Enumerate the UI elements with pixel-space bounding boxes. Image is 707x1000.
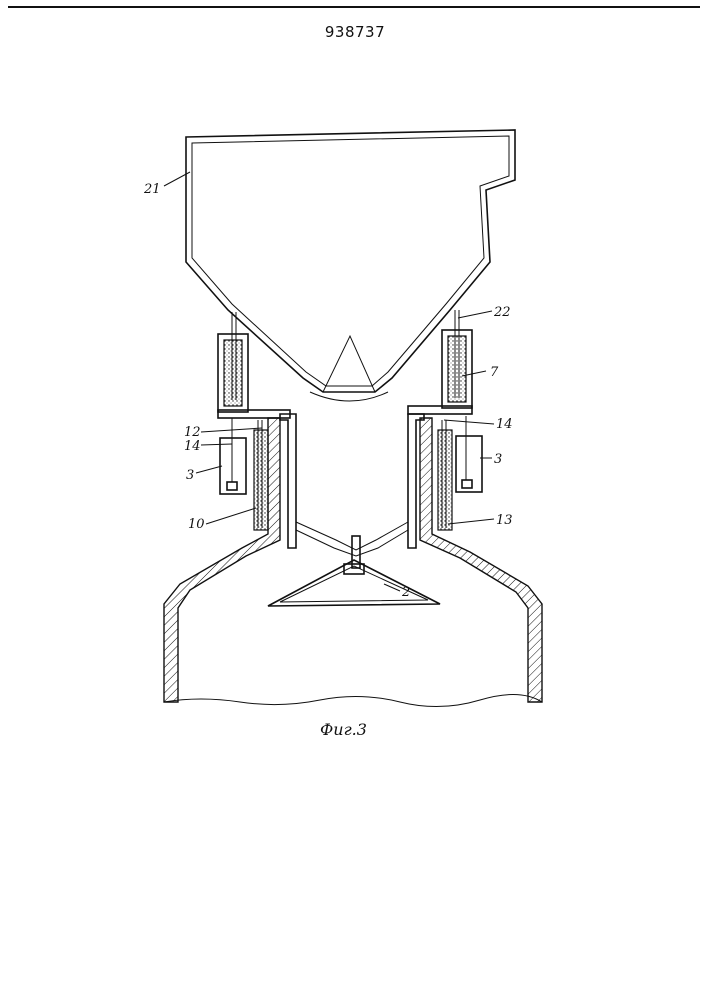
label-22: 22: [493, 305, 511, 320]
distributor-cone: [268, 560, 440, 606]
label-10: 10: [188, 517, 205, 532]
label-14-right: 14: [496, 417, 513, 432]
figure-caption: Фиг.3: [320, 720, 440, 739]
left-upper-cylinder: [218, 312, 290, 418]
right-upper-cylinder: [408, 310, 472, 414]
label-13: 13: [496, 513, 513, 528]
inner-funnel: [296, 522, 408, 574]
label-7: 7: [490, 365, 499, 380]
label-3-right: 3: [494, 452, 502, 467]
label-21: 21: [143, 182, 161, 197]
left-neck: [220, 414, 296, 548]
right-neck: [408, 414, 482, 548]
label-3-left: 3: [186, 468, 194, 483]
label-12: 12: [184, 425, 201, 440]
label-2: 2: [401, 585, 410, 600]
label-14-left: 14: [184, 439, 201, 454]
